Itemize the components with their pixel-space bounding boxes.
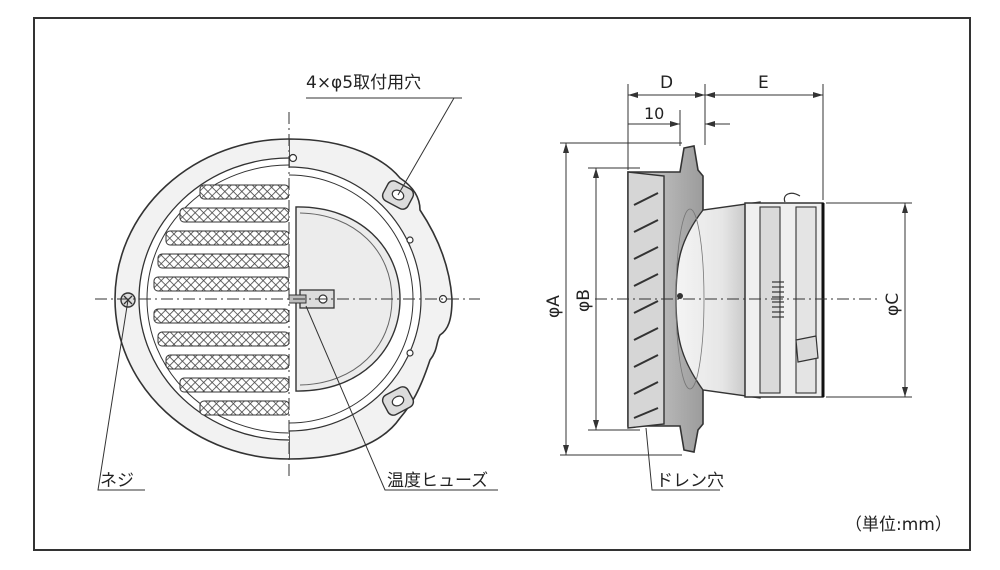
dim-10: 10 xyxy=(644,104,664,123)
dim-phi-c: φC xyxy=(883,293,903,316)
louver-mesh xyxy=(153,184,289,416)
front-view xyxy=(95,112,480,478)
leader-lines xyxy=(97,97,720,491)
dim-d: D xyxy=(660,73,673,93)
dimension-lines xyxy=(560,84,912,456)
dim-e: E xyxy=(758,73,769,93)
label-screw: ネジ xyxy=(100,471,134,491)
label-thermal-fuse: 温度ヒューズ xyxy=(387,471,488,491)
dim-phi-a: φA xyxy=(544,295,564,318)
side-view xyxy=(595,145,880,453)
unit-note: （単位:mm） xyxy=(845,515,952,535)
mounting-hole-bottom xyxy=(381,386,415,416)
dimension-arrows xyxy=(563,92,908,455)
dim-phi-b: φB xyxy=(574,289,594,312)
label-mounting-holes: 4×φ5取付用穴 xyxy=(306,73,421,93)
label-drain-hole: ドレン穴 xyxy=(656,471,724,491)
